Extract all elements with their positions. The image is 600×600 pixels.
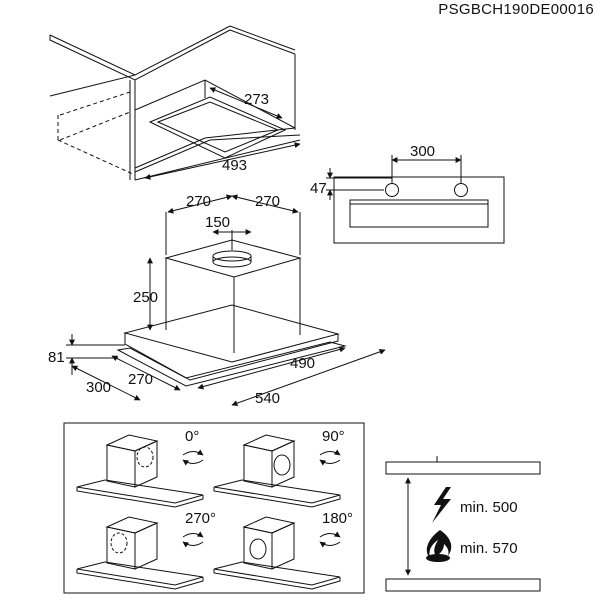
cabinet-width-label: 493 xyxy=(222,157,247,174)
hood-inner-width-label: 490 xyxy=(290,355,315,372)
hood-depth-outer-label: 300 xyxy=(86,379,111,396)
gas-flame-icon xyxy=(426,530,452,558)
outlet-hole xyxy=(273,454,291,476)
hood-chimney-height-label: 250 xyxy=(133,289,158,306)
wall-plate-drawing xyxy=(326,155,505,244)
gas-flame-base-icon xyxy=(426,554,450,562)
hood-drawing xyxy=(66,194,386,406)
rotate-icon xyxy=(182,531,204,548)
rotation-angle-label: 0° xyxy=(185,428,199,445)
rotation-cell: 180° xyxy=(213,510,353,590)
hood-panel-height-label: 81 xyxy=(48,349,65,366)
electric-icon xyxy=(432,487,451,523)
rotate-icon xyxy=(319,531,341,548)
hood-outer-width-label: 540 xyxy=(255,390,280,407)
rotation-angle-label: 270° xyxy=(185,510,216,527)
rotation-cell: 270° xyxy=(76,510,216,590)
outlet-hole xyxy=(136,446,154,468)
rotate-icon xyxy=(182,449,204,466)
rotation-cell: 0° xyxy=(76,428,204,508)
rotation-angle-label: 180° xyxy=(322,510,353,527)
hood-depth-inner-label: 270 xyxy=(128,371,153,388)
clearance-electric-label: min. 500 xyxy=(460,499,518,516)
cabinet-drawing xyxy=(49,25,301,181)
hood-outlet-label: 150 xyxy=(205,214,230,231)
rotation-angle-label: 90° xyxy=(322,428,345,445)
rotation-cell: 90° xyxy=(213,428,345,508)
rotation-panel-frame xyxy=(63,422,365,594)
clearance-gas-label: min. 570 xyxy=(460,540,518,557)
clearance-drawing xyxy=(385,456,541,592)
outlet-hole xyxy=(249,538,267,560)
cabinet-depth-label: 273 xyxy=(244,91,269,108)
hood-top-right-label: 270 xyxy=(255,193,280,210)
plate-hole-height-label: 47 xyxy=(310,180,327,197)
plate-hole-spacing-label: 300 xyxy=(410,143,435,160)
outlet-hole xyxy=(110,532,128,554)
hood-top-left-label: 270 xyxy=(186,193,211,210)
rotate-icon xyxy=(319,449,341,466)
document-code: PSGBCH190DE00016 xyxy=(438,1,594,18)
